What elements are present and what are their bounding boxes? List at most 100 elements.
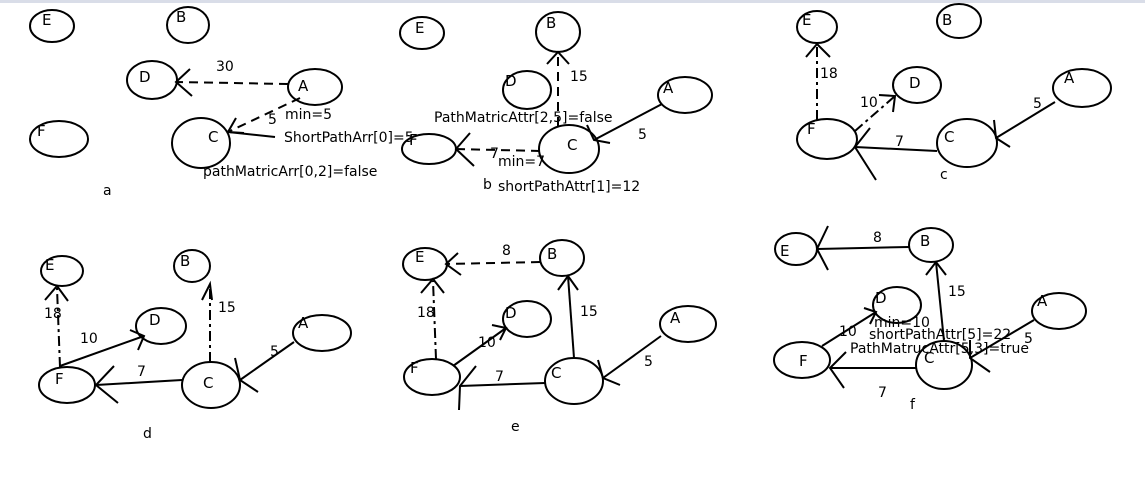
edge-B-E xyxy=(445,261,541,265)
arrowhead-C xyxy=(993,119,1011,148)
arrowhead-B xyxy=(925,260,947,276)
caption-c: c xyxy=(940,167,948,183)
edge-C-F xyxy=(459,382,546,387)
note-min: min=10 xyxy=(874,315,930,331)
edge-A-C xyxy=(969,319,1035,359)
edge-F-E xyxy=(56,287,61,368)
node-F xyxy=(796,118,858,160)
arrowhead-C xyxy=(234,357,259,393)
node-D-label: D xyxy=(149,311,161,329)
panel-d: E B D A C F 18 15 10 5 7 d xyxy=(38,249,352,442)
weight-F-E: 18 xyxy=(820,66,838,82)
node-E xyxy=(402,247,448,281)
node-D xyxy=(892,66,942,104)
arrowhead-B xyxy=(557,274,579,291)
arrowhead-D xyxy=(878,94,897,113)
arrowhead-E2 xyxy=(420,277,445,294)
edge-C-F xyxy=(854,146,938,152)
node-D xyxy=(126,60,178,100)
node-F-label: F xyxy=(409,131,418,149)
note-shortpath: shortPathAttr[1]=12 xyxy=(498,179,640,195)
node-B xyxy=(166,6,210,44)
node-C-label: C xyxy=(567,136,577,154)
caption-b: b xyxy=(483,177,492,193)
arrowhead-E xyxy=(44,284,69,302)
weight-F-E: 18 xyxy=(44,306,62,322)
node-D-label: D xyxy=(505,304,517,322)
arrowhead-E xyxy=(444,252,462,276)
node-B xyxy=(539,239,585,277)
node-D-label: D xyxy=(875,289,887,307)
note-shortpath: shortPathAttr[5]=22 xyxy=(869,327,1011,343)
node-F xyxy=(29,120,89,158)
node-C xyxy=(171,117,231,169)
node-A-label: A xyxy=(298,314,309,332)
node-A xyxy=(657,76,713,114)
weight-C-F: 7 xyxy=(895,134,904,150)
arrowhead-B xyxy=(201,280,213,301)
node-A-label: A xyxy=(670,309,681,327)
node-A-label: A xyxy=(298,77,309,95)
weight-B-E: 8 xyxy=(502,243,511,259)
node-E-label: E xyxy=(45,256,54,274)
weight-A-C: 5 xyxy=(1033,96,1042,112)
node-C-label: C xyxy=(944,128,954,146)
weight-F-D: 10 xyxy=(80,331,98,347)
weight-C-F: 7 xyxy=(137,364,146,380)
node-D xyxy=(502,70,552,110)
panel-c: E B D A C F 18 10 5 7 c xyxy=(796,3,1112,183)
weight-F-D: 10 xyxy=(839,324,857,340)
node-A xyxy=(287,68,343,106)
weight-C-F: 7 xyxy=(490,146,499,162)
weight-C-B: 15 xyxy=(580,304,598,320)
node-A-label: A xyxy=(663,79,674,97)
arrowhead-C xyxy=(586,124,611,144)
node-C-label: C xyxy=(208,128,218,146)
weight-C-B: 15 xyxy=(570,69,588,85)
panel-b: E B D A C F 15 5 7 PathMatricAttr[2,5]=f… xyxy=(399,11,713,195)
node-C-label: C xyxy=(203,374,213,392)
note-pathmatric: PathMatricAttr[2,5]=false xyxy=(434,110,613,126)
node-D xyxy=(502,300,552,338)
arrowhead-F xyxy=(828,351,847,389)
node-A xyxy=(292,314,352,352)
edge-stub-C xyxy=(227,131,276,138)
edge-C-B xyxy=(935,261,945,342)
node-E-label: E xyxy=(415,19,424,37)
window-top-border xyxy=(0,0,1145,3)
arrowhead-D xyxy=(174,68,193,97)
edge-A-C xyxy=(239,341,295,381)
node-A xyxy=(659,305,717,343)
node-B xyxy=(535,11,581,53)
edge-F-D xyxy=(452,327,507,367)
arrowhead-E xyxy=(815,225,829,271)
node-B xyxy=(173,249,211,283)
node-D xyxy=(135,307,187,345)
weight-F-E: 18 xyxy=(417,305,435,321)
node-D xyxy=(872,286,922,324)
note-pathmatric: PathMatrucAttr[5,3]=true xyxy=(850,341,1029,357)
node-E-label: E xyxy=(415,248,424,266)
node-D-label: D xyxy=(909,74,921,92)
edge-A-C xyxy=(995,101,1056,139)
edge-F-E xyxy=(432,280,437,360)
weight-C-F: 7 xyxy=(495,369,504,385)
caption-f: f xyxy=(910,397,916,413)
edge-A-C xyxy=(602,335,662,379)
node-C xyxy=(538,124,600,174)
weight-A-C: 5 xyxy=(270,344,279,360)
node-F xyxy=(773,341,831,379)
panel-f: E B D A C F 8 15 10 5 7 min=10 shortPath… xyxy=(773,225,1087,413)
panel-a: E B D A C F 30 5 min=5 ShortPathArr[0]=5… xyxy=(29,6,414,199)
node-E-label: E xyxy=(802,11,811,29)
node-C-label: C xyxy=(551,364,561,382)
edge-F-D xyxy=(59,335,145,367)
weight-C-B: 15 xyxy=(948,284,966,300)
weight-A-D: 30 xyxy=(216,59,234,75)
caption-a: a xyxy=(103,183,112,199)
node-F xyxy=(38,366,96,404)
arrowhead-F xyxy=(454,132,475,167)
weight-A-C: 5 xyxy=(638,127,647,143)
panel-e: E B D A C F 8 18 15 10 5 7 e xyxy=(402,239,717,435)
node-F-label: F xyxy=(55,370,64,388)
